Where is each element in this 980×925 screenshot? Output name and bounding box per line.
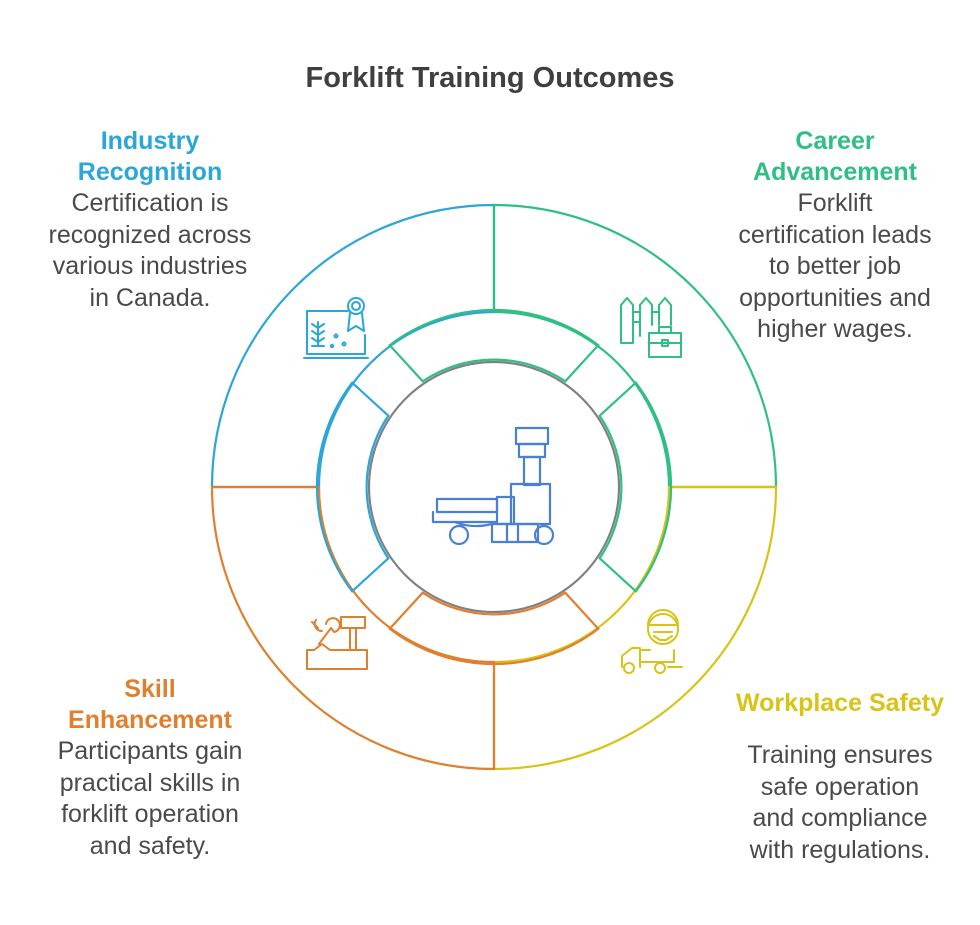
certificate-icon [303, 297, 369, 359]
inner-arc-right [598, 381, 673, 593]
forklift-icon [431, 426, 555, 546]
industry-recognition-block: Industry Recognition Certification is re… [20, 126, 280, 314]
career-advancement-description: Forklift certification leads to better j… [738, 189, 932, 343]
industry-recognition-heading: Industry Recognition [77, 127, 223, 186]
industry-recognition-description: Certification is recognized across vario… [48, 189, 252, 312]
career-advancement-heading: Career Advancement [753, 127, 917, 186]
ring-quadrant-industry-recognition [210, 203, 496, 489]
ring-quadrant-skill-enhancement [210, 485, 496, 771]
toolbox-icon [306, 616, 368, 670]
inner-arc-bottom [388, 591, 600, 666]
ring-quadrant-workplace-safety [492, 485, 778, 771]
inner-arc-left [315, 381, 390, 593]
workplace-safety-description: Training ensures safe operation and comp… [747, 741, 933, 864]
diagram-title: Forklift Training Outcomes [305, 62, 675, 94]
center-circle [367, 360, 621, 614]
skill-enhancement-block: Skill Enhancement Participants gain prac… [20, 674, 280, 862]
career-ladder-briefcase-icon [620, 297, 682, 358]
workplace-safety-block: Workplace Safety Training ensures safe o… [705, 688, 975, 866]
inner-arc-top [388, 308, 600, 383]
skill-enhancement-description: Participants gain practical skills in fo… [57, 737, 243, 860]
skill-enhancement-heading: Skill Enhancement [68, 675, 232, 734]
ring-quadrant-career-advancement [492, 203, 778, 489]
career-advancement-block: Career Advancement Forklift certificatio… [705, 126, 965, 346]
workplace-safety-heading: Workplace Safety [736, 689, 944, 717]
safety-worker-truck-icon [621, 609, 683, 674]
